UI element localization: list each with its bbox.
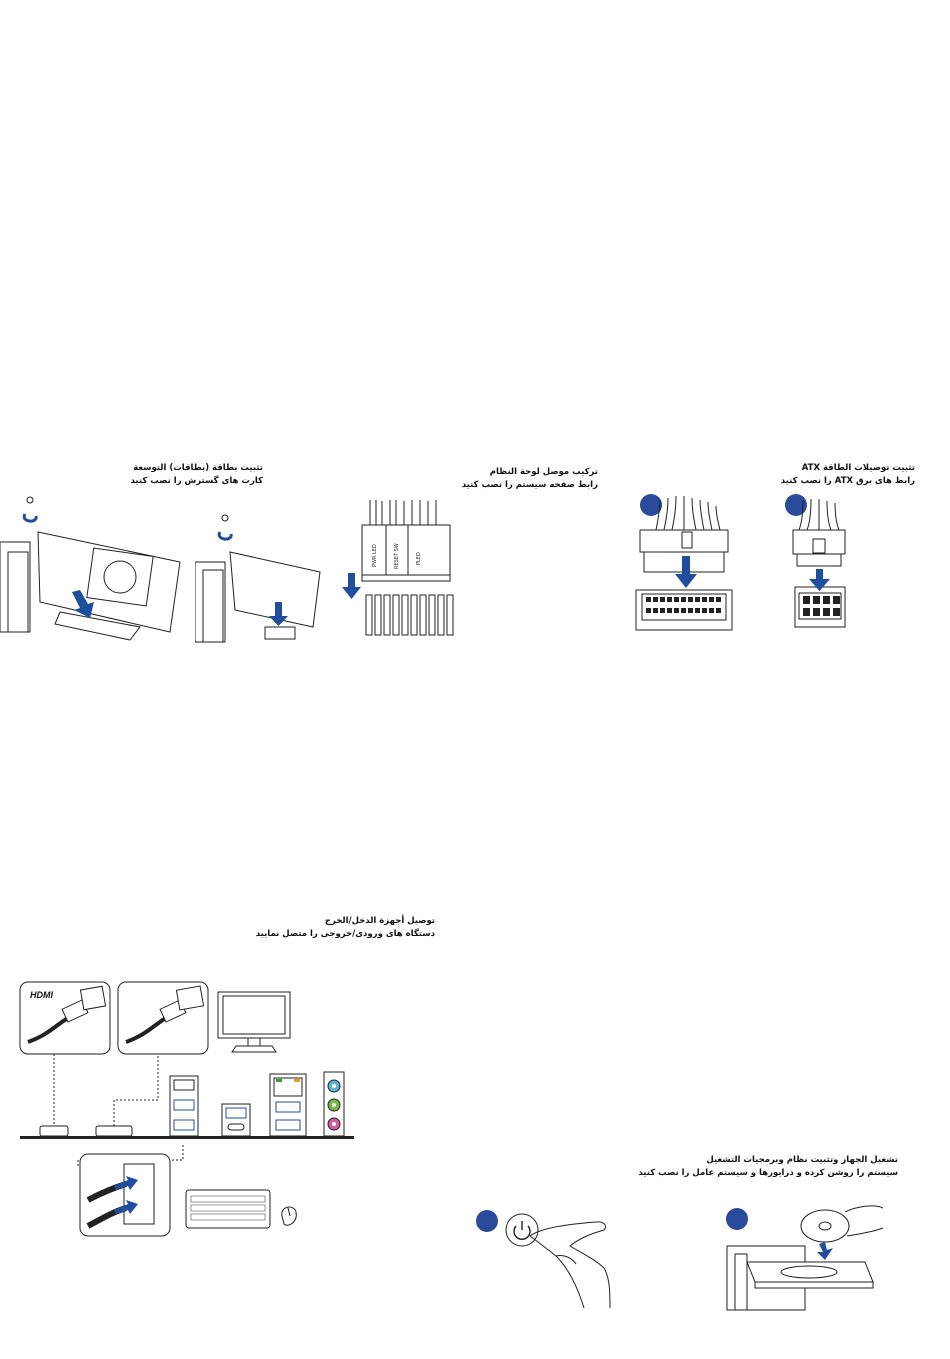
poweron-header: تشغيل الجهاز وتثبيت نظام وبرمجيات التشغي…	[630, 1154, 898, 1180]
panel-pin-label-2: RESET SW	[394, 543, 400, 569]
expansion-gpu-arrow-icon	[72, 590, 94, 618]
io-panel-illustration: HDMI	[19, 981, 354, 1237]
io-subtitle: دستگاه های ورودی/خروجی را متصل نمایید	[255, 929, 435, 939]
io-title: توصيل أجهزة الدخل/الخرج	[324, 916, 435, 926]
usb-cable-box	[79, 1153, 171, 1237]
usb-c-port-stack	[221, 1103, 251, 1137]
panel-header: تركيب موصل لوحة النظام رابط صفحه سيستم ر…	[440, 466, 598, 492]
install-disc-illustration	[726, 1205, 884, 1311]
usb-port-stack	[169, 1075, 199, 1137]
poweron-step-badge-button	[476, 1210, 498, 1232]
panel-pin-label-1: PWR LED	[372, 544, 378, 567]
atx-header: تثبيت توصيلات الطاقة ATX رابط های برق AT…	[760, 462, 915, 488]
atx-8pin-arrow-icon	[809, 569, 830, 591]
mouse-icon	[281, 1206, 297, 1226]
expansion-card-arrow-icon	[269, 602, 288, 626]
expansion-title: تثبيت بطاقة (بطاقات) التوسعة	[133, 463, 263, 473]
atx-8pin-socket-holes	[803, 596, 840, 616]
poweron-step-badge-disc	[726, 1208, 748, 1230]
panel-title: تركيب موصل لوحة النظام	[489, 467, 598, 477]
atx-title: تثبيت توصيلات الطاقة ATX	[801, 463, 915, 473]
expansion-card-illustration	[195, 514, 321, 643]
power-button-illustration	[505, 1213, 611, 1309]
panel-arrow-icon	[342, 573, 361, 599]
disc-icon	[800, 1205, 884, 1243]
panel-connector-illustration: PWR LED RESET SW PLED	[342, 500, 454, 636]
hdmi-logo: HDMI	[30, 990, 53, 1000]
expansion-subtitle: کارت های گسترش را نصب کنید	[130, 476, 264, 486]
rear-panel-baseline	[20, 1136, 354, 1139]
atx-8pin-illustration	[792, 498, 846, 628]
panel-header-pins	[365, 594, 454, 636]
poweron-title: تشغيل الجهاز وتثبيت نظام وبرمجيات التشغي…	[706, 1155, 898, 1165]
panel-pin-label-3: PLED	[416, 552, 422, 565]
keyboard-icon	[185, 1189, 271, 1229]
audio-jacks	[323, 1071, 345, 1137]
atx-step-badge-24pin	[640, 494, 662, 516]
hdmi-port	[39, 1125, 69, 1137]
monitor-icon	[217, 991, 291, 1053]
atx-subtitle: رابط های برق ATX را نصب کنید	[780, 476, 915, 486]
expansion-header: تثبيت بطاقة (بطاقات) التوسعة کارت های گس…	[100, 462, 264, 488]
atx-24pin-arrow-icon	[675, 556, 697, 588]
expansion-gpu-illustration	[0, 496, 181, 641]
hdmi-cable-box: HDMI	[19, 981, 111, 1055]
atx-24pin-socket-holes	[646, 597, 721, 613]
optical-drive-icon	[726, 1245, 874, 1311]
disc-arrow-icon	[817, 1242, 833, 1260]
lan-usb-stack	[269, 1073, 307, 1137]
panel-subtitle: رابط صفحه سيستم را نصب کنيد	[461, 480, 598, 490]
displayport-port	[95, 1125, 133, 1137]
atx-24pin-illustration	[635, 495, 733, 631]
displayport-cable-box	[117, 981, 209, 1055]
atx-step-badge-8pin	[785, 494, 807, 516]
io-header: توصيل أجهزة الدخل/الخرج دستگاه های ورودی…	[230, 915, 435, 941]
poweron-subtitle: سيستم را روشن کرده و درايورها و سيستم عا…	[638, 1168, 898, 1178]
